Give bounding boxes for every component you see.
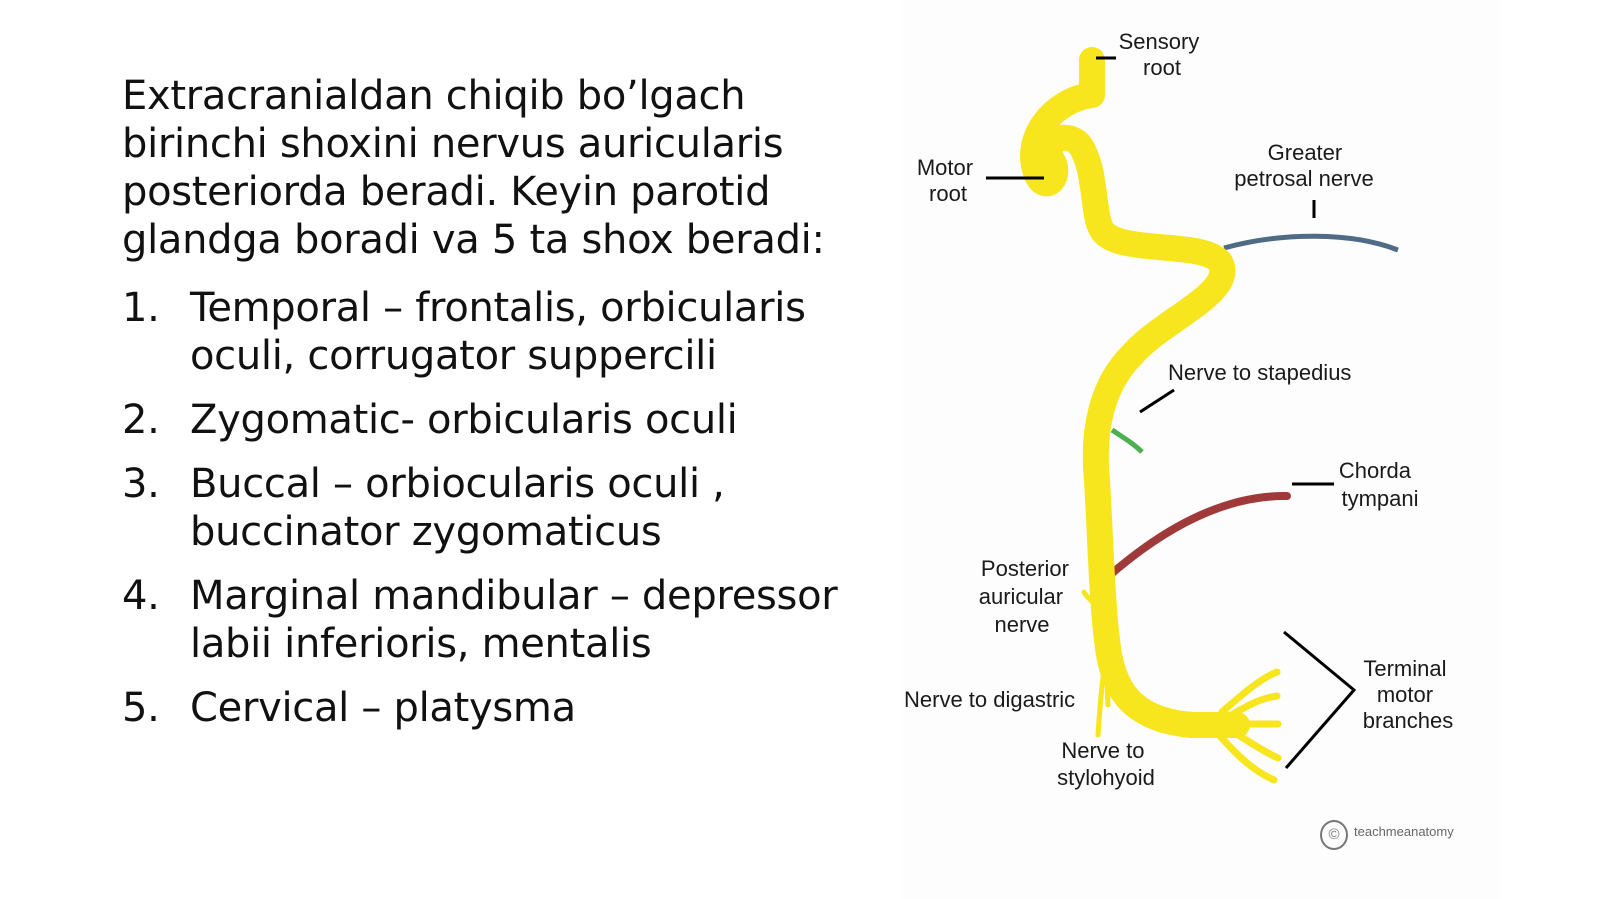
facial-nerve-trunk xyxy=(1020,47,1250,738)
label-chorda-tympani: Chorda tympani xyxy=(1339,458,1419,511)
list-text: Cervical – platysma xyxy=(190,685,576,731)
list-item: 1. Temporal – frontalis, orbicularis ocul… xyxy=(122,284,882,380)
list-text: Marginal mandibular – depressor labii in… xyxy=(190,573,838,667)
terminal-bracket xyxy=(1283,630,1357,769)
list-number: 2. xyxy=(122,397,160,443)
nerve-svg: Sensory root Motor root Greater petrosal… xyxy=(904,29,1454,790)
list-number: 4. xyxy=(122,573,160,619)
branch-list: 1. Temporal – frontalis, orbicularis ocul… xyxy=(122,284,882,732)
list-item: 4. Marginal mandibular – depressor labii … xyxy=(122,572,882,668)
label-nerve-to-digastric: Nerve to digastric xyxy=(904,687,1075,712)
copyright-text: teachmeanatomy xyxy=(1354,824,1454,839)
copyright-mark: © teachmeanatomy xyxy=(1320,820,1500,856)
lower-branches xyxy=(1081,589,1113,738)
label-nerve-to-stapedius: Nerve to stapedius xyxy=(1168,360,1351,385)
label-posterior-auricular: Posterior auricular nerve xyxy=(979,556,1075,637)
stapedius-branch xyxy=(1110,427,1144,454)
stapedius-leader xyxy=(1139,388,1175,414)
list-number: 3. xyxy=(122,461,160,507)
list-text: Temporal – frontalis, orbicularis oculi,… xyxy=(190,285,806,379)
greater-petrosal-branch xyxy=(1223,233,1399,253)
label-greater-petrosal: Greater petrosal nerve xyxy=(1234,140,1373,191)
list-number: 5. xyxy=(122,685,160,731)
facial-nerve-diagram: Sensory root Motor root Greater petrosal… xyxy=(902,0,1500,899)
label-motor-root: Motor root xyxy=(917,155,979,206)
text-block: Extracranialdan chiqib bo’lgach birinchi… xyxy=(122,72,882,748)
chorda-tympani-branch xyxy=(1106,491,1291,579)
label-terminal-motor-branches: Terminal motor branches xyxy=(1363,656,1454,733)
list-number: 1. xyxy=(122,285,160,331)
label-sensory-root: Sensory root xyxy=(1119,29,1206,80)
sensory-root-arrow-icon xyxy=(1082,52,1102,78)
list-text: Buccal – orbiocularis oculi , buccinator… xyxy=(190,461,725,555)
copyright-icon: © xyxy=(1320,820,1348,850)
list-item: 5. Cervical – platysma xyxy=(122,684,882,732)
intro-paragraph: Extracranialdan chiqib bo’lgach birinchi… xyxy=(122,73,825,263)
label-nerve-to-stylohyoid: Nerve to stylohyoid xyxy=(1057,738,1155,790)
terminal-branches xyxy=(1216,668,1282,784)
list-item: 2. Zygomatic- orbicularis oculi xyxy=(122,396,882,444)
list-item: 3. Buccal – orbiocularis oculi , buccinat… xyxy=(122,460,882,556)
list-text: Zygomatic- orbicularis oculi xyxy=(190,397,738,443)
